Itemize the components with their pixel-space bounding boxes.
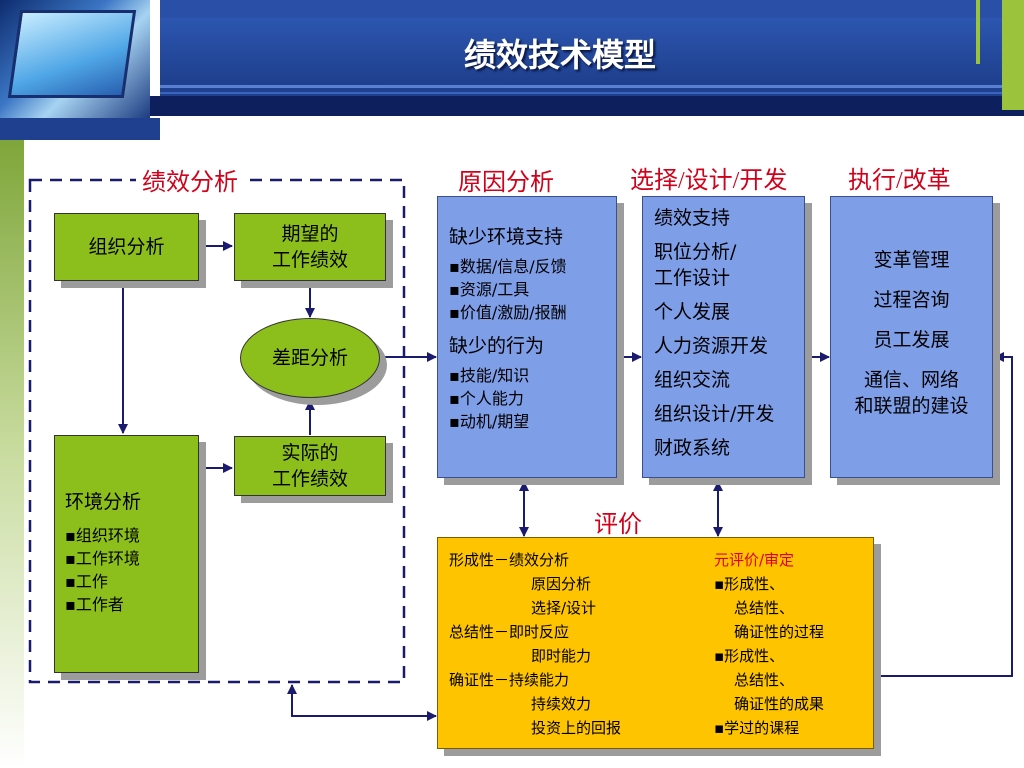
list-item: 总结性、 xyxy=(734,599,795,617)
label-cause-analysis: 原因分析 xyxy=(458,162,554,197)
list-item: 即时能力 xyxy=(531,647,592,665)
list-item: 财政系统 xyxy=(654,437,731,459)
cause-list-environment: ▪数据/信息/反馈 ▪资源/工具 ▪价值/激励/报酬 xyxy=(449,255,616,324)
list-item: ▪资源/工具 xyxy=(449,280,530,299)
arrow-frame-to-evaluation xyxy=(287,684,437,721)
list-item: 总结性、 xyxy=(734,671,795,689)
change-list: 变革管理 过程咨询 员工发展 通信、网络 和联盟的建设 xyxy=(831,247,992,419)
gap-analysis-ellipse: 差距分析 xyxy=(240,318,380,398)
header-dark-strip xyxy=(150,96,1024,116)
header-line xyxy=(160,92,1024,94)
header-green-accent xyxy=(1002,0,1024,110)
list-item: ▪价值/激励/报酬 xyxy=(449,303,567,322)
list-item: ▪个人能力 xyxy=(449,389,524,408)
evaluation-right-list: 元评价/审定 ▪形成性、 总结性、 确证性的过程 ▪形成性、 总结性、 确证性的… xyxy=(714,548,874,740)
list-item: 职位分析/ xyxy=(654,241,737,263)
cause-heading-behavior: 缺少的行为 xyxy=(449,335,545,357)
arrow-evaluation-to-change xyxy=(874,352,1013,677)
cause-list-behavior: ▪技能/知识 ▪个人能力 ▪动机/期望 xyxy=(449,364,616,433)
org-analysis-label: 组织分析 xyxy=(88,236,165,258)
list-item: ▪形成性、 xyxy=(714,575,785,593)
list-item: ▪学过的课程 xyxy=(714,719,800,737)
expected-performance-box: 期望的 工作绩效 xyxy=(234,213,386,281)
cause-analysis-box: 缺少环境支持 ▪数据/信息/反馈 ▪资源/工具 ▪价值/激励/报酬 缺少的行为 … xyxy=(437,196,617,478)
list-item: 选择/设计 xyxy=(531,599,597,617)
expected-performance-line1: 期望的 xyxy=(281,223,339,245)
label-implement-change: 执行/改革 xyxy=(848,160,951,195)
list-item: 人力资源开发 xyxy=(654,335,769,357)
expected-performance-line2: 工作绩效 xyxy=(271,249,348,271)
list-item: ▪工作者 xyxy=(65,595,124,614)
label-evaluation: 评价 xyxy=(594,504,642,539)
list-item: 总结性－即时反应 xyxy=(449,623,570,641)
label-select-design-develop: 选择/设计/开发 xyxy=(630,160,788,195)
header-band-top xyxy=(160,0,1024,18)
list-item: 原因分析 xyxy=(531,575,592,593)
list-item: ▪动机/期望 xyxy=(449,412,530,431)
header-left-strip xyxy=(0,118,160,140)
list-item: ▪数据/信息/反馈 xyxy=(449,257,567,276)
list-item: 确证性的过程 xyxy=(734,623,825,641)
list-item: 持续效力 xyxy=(531,695,592,713)
list-item: 组织交流 xyxy=(654,369,731,391)
header-computer-image xyxy=(0,0,150,118)
list-item: ▪工作 xyxy=(65,572,108,591)
cause-heading-environment: 缺少环境支持 xyxy=(449,226,564,248)
list-item: 组织设计/开发 xyxy=(654,403,775,425)
list-item: 员工发展 xyxy=(873,329,950,351)
actual-performance-line2: 工作绩效 xyxy=(271,468,348,490)
list-item: 工作设计 xyxy=(654,267,731,289)
actual-performance-line1: 实际的 xyxy=(281,442,339,464)
environment-analysis-title: 环境分析 xyxy=(65,491,142,513)
list-item: 通信、网络 xyxy=(863,369,959,391)
list-item: 个人发展 xyxy=(654,301,731,323)
gap-analysis-label: 差距分析 xyxy=(271,347,348,369)
evaluation-box: 形成性－绩效分析 原因分析 选择/设计 总结性－即时反应 即时能力 确证性－持续… xyxy=(437,537,874,749)
list-item: 投资上的回报 xyxy=(531,719,622,737)
list-item: 和联盟的建设 xyxy=(854,395,969,417)
design-list: 绩效支持 职位分析/ 工作设计 个人发展 人力资源开发 组织交流 组织设计/开发… xyxy=(654,205,804,461)
implement-change-box: 变革管理 过程咨询 员工发展 通信、网络 和联盟的建设 xyxy=(830,196,993,478)
header-band-mid xyxy=(160,18,1024,84)
meta-evaluation-title: 元评价/审定 xyxy=(714,551,795,569)
list-item: ▪组织环境 xyxy=(65,526,140,545)
environment-analysis-list: ▪组织环境 ▪工作环境 ▪工作 ▪工作者 xyxy=(65,524,198,616)
org-analysis-box: 组织分析 xyxy=(54,213,199,281)
list-item: ▪技能/知识 xyxy=(449,366,530,385)
list-item: 变革管理 xyxy=(873,249,950,271)
header-green-accent xyxy=(976,0,980,64)
environment-analysis-box: 环境分析 ▪组织环境 ▪工作环境 ▪工作 ▪工作者 xyxy=(54,435,199,673)
list-item: 过程咨询 xyxy=(873,289,950,311)
list-item: 确证性－持续能力 xyxy=(449,671,570,689)
actual-performance-box: 实际的 工作绩效 xyxy=(234,436,386,496)
evaluation-left-list: 形成性－绩效分析 原因分析 选择/设计 总结性－即时反应 即时能力 确证性－持续… xyxy=(449,548,669,740)
list-item: ▪形成性、 xyxy=(714,647,785,665)
page-title: 绩效技术模型 xyxy=(463,36,656,74)
list-item: ▪工作环境 xyxy=(65,549,140,568)
header-line xyxy=(160,85,1024,88)
list-item: 形成性－绩效分析 xyxy=(449,551,570,569)
list-item: 绩效支持 xyxy=(654,207,731,229)
label-performance-analysis: 绩效分析 xyxy=(136,162,244,197)
left-green-bar xyxy=(0,140,24,768)
design-develop-box: 绩效支持 职位分析/ 工作设计 个人发展 人力资源开发 组织交流 组织设计/开发… xyxy=(642,196,805,478)
list-item: 确证性的成果 xyxy=(734,695,825,713)
